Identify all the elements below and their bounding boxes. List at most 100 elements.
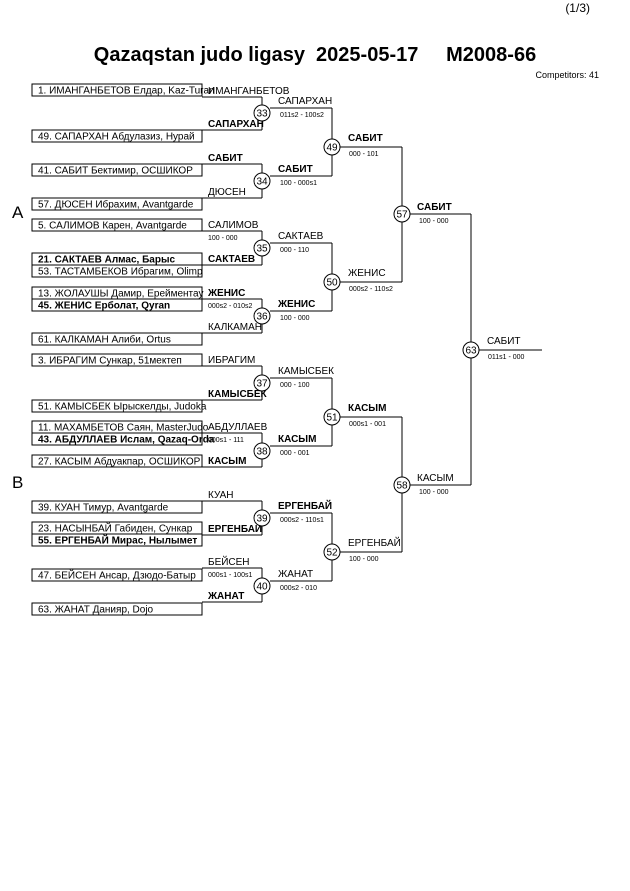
round3-winner: КАСЫМ [417,473,454,484]
round0-top-name: КУАН [208,490,234,501]
round1-score: 000 - 110 [280,247,309,254]
match-36-number: 36 [256,312,268,323]
entry-name: 53. ТАСТАМБЕКОВ Ибрагим, Olimp [38,266,203,278]
final-winner: САБИТ [487,336,521,347]
round2-winner: КАСЫМ [348,403,386,414]
round2-winner: САБИТ [348,133,383,144]
match-33-number: 33 [256,109,268,120]
entry-name: 5. САЛИМОВ Карен, Avantgarde [38,221,187,232]
round0-score: 000s2 - 010s2 [208,303,252,310]
round1-winner: ЖЕНИС [277,299,315,310]
round0-top-name: ИБРАГИМ [208,355,255,366]
entry-box [31,533,203,547]
entry-name: 11. МАХАМБЕТОВ Саян, MasterJudo [38,423,209,434]
match-40-number: 40 [256,582,268,593]
match-35-circle [253,239,271,257]
round2-score: 100 - 000 [349,556,379,563]
match-39-number: 39 [256,514,268,525]
round0-bottom-name: ДЮСЕН [208,187,246,198]
round3-score: 100 - 000 [419,489,449,496]
final-score: 011s1 - 000 [488,354,525,361]
entry-name: 61. КАЛКАМАН Алиби, Ortus [38,334,171,346]
round1-score: 011s2 - 100s2 [280,112,324,119]
match-37-circle [253,374,271,392]
match-39-circle [253,509,271,527]
pool-label-b: B [12,473,24,492]
round0-top-name: САБИТ [208,153,243,164]
round1-score: 000 - 001 [280,450,310,457]
round1-score: 100 - 000s1 [280,180,317,187]
entry-name: 41. САБИТ Бектимир, ОСШИКОР [38,166,193,177]
round0-top-name: АБДУЛЛАЕВ [208,422,268,433]
match-38-circle [253,442,271,460]
round1-score: 000s2 - 110s1 [280,517,324,524]
round2-score: 000s1 - 001 [349,421,386,428]
entry-name: 43. АБДУЛЛАЕВ Ислам, Qazaq-Orda [38,435,215,446]
round0-score: 000s1 - 100s1 [208,572,252,579]
entry-name: 45. ЖЕНИС Ерболат, Qyran [38,300,170,312]
match-63-number: 63 [465,346,477,357]
match-49-number: 49 [326,143,338,154]
match-34-number: 34 [256,177,268,188]
match-40-circle [253,577,271,595]
match-51-number: 51 [326,413,338,424]
match-57-number: 57 [396,210,408,221]
round0-top-name: САЛИМОВ [208,220,259,231]
entry-box [31,432,203,446]
round1-score: 000 - 100 [280,382,310,389]
round0-top-name: ИМАНГАНБЕТОВ [208,86,290,97]
entry-name: 27. КАСЫМ Абдуакпар, ОСШИКОР [38,456,201,468]
entry-name: 49. САПАРХАН Абдулазиз, Нурай [38,131,195,143]
match-38-number: 38 [256,447,268,458]
match-35-number: 35 [256,244,268,255]
round1-winner: САКТАЕВ [278,231,324,242]
page-title: Qazaqstan judo ligasy 2025-05-17 M2008-6… [93,44,537,66]
entry-name: 55. ЕРГЕНБАЙ Мирас, Нылымет [38,534,197,547]
round0-top-name: ЖЕНИС [207,288,245,299]
entry-name: 21. САКТАЕВ Алмас, Барыс [38,255,176,266]
round0-bottom-name: КАСЫМ [208,456,246,467]
entry-name: 63. ЖАНАТ Данияр, Dojo [38,605,154,616]
round2-score: 000 - 101 [349,151,379,158]
round1-winner: САПАРХАН [278,96,332,107]
match-36-circle [253,307,271,325]
round0-bottom-name: КАМЫСБЕК [208,389,268,400]
entry-name: 23. НАСЫНБАЙ Габиден, Сункар [38,522,193,535]
round2-score: 000s2 - 110s2 [349,286,393,293]
match-37-number: 37 [256,379,268,390]
entry-name: 39. КУАН Тимур, Avantgarde [38,503,169,514]
entry-name: 13. ЖОЛАУШЫ Дамир, Ерейментау [38,289,203,300]
match-52-number: 52 [326,548,338,559]
page-number: (1/3) [565,1,590,15]
entry-name: 57. ДЮСЕН Ибрахим, Avantgarde [38,199,194,211]
match-34-circle [253,172,271,190]
round1-winner: ЖАНАТ [278,569,313,580]
entry-name: 1. ИМАНГАНБЕТОВ Елдар, Kaz-Turan [38,86,215,97]
entry-box [31,264,203,278]
round1-winner: САБИТ [278,164,313,175]
competitors-count: Competitors: 41 [535,70,599,80]
entry-name: 51. КАМЫСБЕК Ырыскелды, Judoka [38,402,207,413]
round1-score: 000s2 - 010 [280,585,317,592]
round0-score: 100 - 000 [208,235,238,242]
round2-winner: ЖЕНИС [348,268,386,279]
round1-winner: КАМЫСБЕК [278,366,334,377]
round0-bottom-name: САПАРХАН [208,119,264,130]
round0-score: 000s1 - 111 [208,437,244,444]
entry-name: 47. БЕЙСЕН Ансар, Дзюдо-Батыр [38,569,196,582]
round0-bottom-name: САКТАЕВ [208,254,255,265]
match-58-number: 58 [396,481,408,492]
entry-name: 3. ИБРАГИМ Сункар, 51мектеп [38,356,182,367]
round2-winner: ЕРГЕНБАЙ [348,536,401,549]
round0-top-name: БЕЙСЕН [208,555,250,568]
match-50-number: 50 [326,278,338,289]
round0-bottom-name: КАЛКАМАН [208,322,262,333]
round3-score: 100 - 000 [419,218,449,225]
match-33-circle [253,104,271,122]
round1-score: 100 - 000 [280,315,310,322]
pool-label-a: A [12,203,24,222]
round0-bottom-name: ЕРГЕНБАЙ [208,522,262,535]
round1-winner: ЕРГЕНБАЙ [278,499,332,512]
round0-bottom-name: ЖАНАТ [207,591,244,602]
